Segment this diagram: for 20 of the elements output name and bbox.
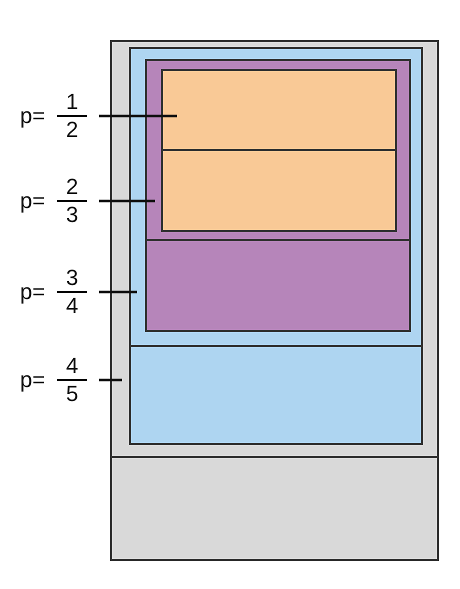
leader-line <box>99 378 122 382</box>
fraction-denominator: 2 <box>66 117 78 143</box>
variable-label: p= <box>20 103 46 129</box>
innermost-box <box>161 69 397 232</box>
fraction-denominator: 3 <box>66 202 78 228</box>
fraction-numerator: 4 <box>66 353 78 379</box>
variable-label: p= <box>20 188 46 214</box>
fraction-denominator: 5 <box>66 381 78 407</box>
fraction-numerator: 2 <box>66 174 78 200</box>
fraction-numerator: 3 <box>66 265 78 291</box>
variable-label: p= <box>20 367 46 393</box>
fraction-denominator: 4 <box>66 293 78 319</box>
inner-box <box>129 47 423 445</box>
variable-label: p= <box>20 279 46 305</box>
fraction-numerator: 1 <box>66 89 78 115</box>
outer-box <box>110 40 439 561</box>
inner-box <box>145 59 411 332</box>
leader-line <box>99 114 177 118</box>
leader-line <box>99 290 137 294</box>
leader-line <box>99 200 155 202</box>
